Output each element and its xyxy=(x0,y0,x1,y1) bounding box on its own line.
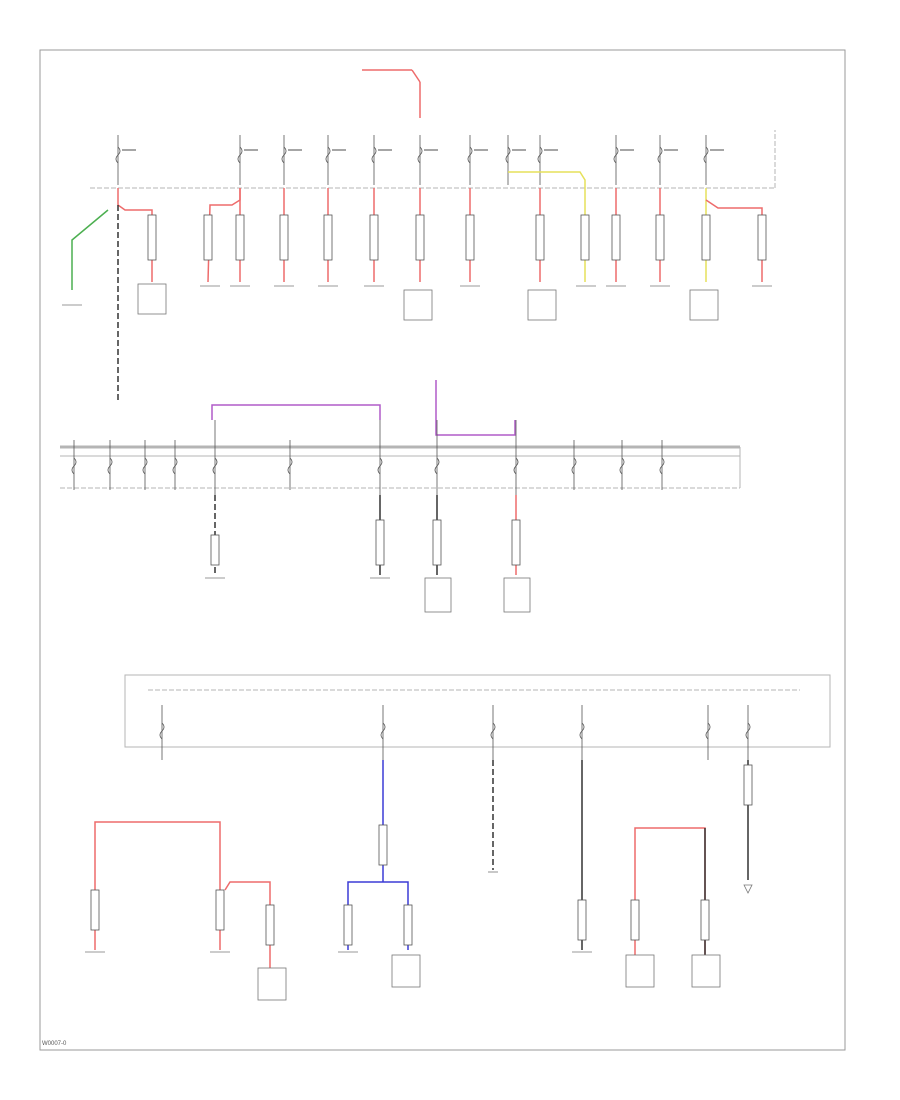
connectors-lower xyxy=(90,764,753,946)
components-middle xyxy=(205,577,531,613)
wires-middle xyxy=(214,495,517,575)
diagram-frame xyxy=(39,49,846,1051)
components-lower xyxy=(85,871,753,1001)
fuse-row-lower xyxy=(159,705,751,760)
diagram-code: W0007-0 xyxy=(42,1041,67,1047)
fuse-box-upper xyxy=(90,69,776,189)
components-upper xyxy=(62,283,772,321)
connectors-middle xyxy=(210,519,521,566)
fuse-box-middle xyxy=(60,380,741,489)
fuse-row-middle xyxy=(71,420,665,495)
fuse-box-lower xyxy=(124,674,831,748)
wires-lower xyxy=(94,760,749,968)
fuse-row-upper xyxy=(115,135,724,185)
connectors-upper xyxy=(147,214,767,261)
